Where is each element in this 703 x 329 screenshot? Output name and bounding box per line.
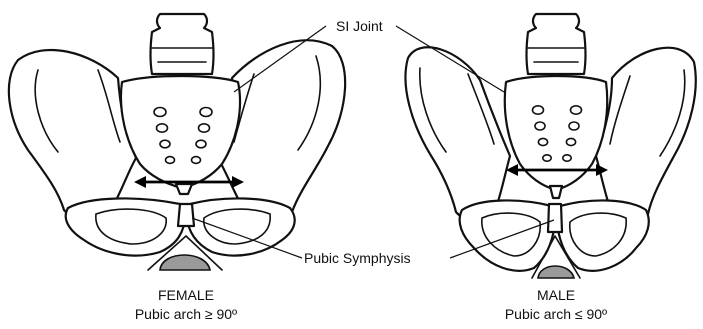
male-subtitle: Pubic arch ≤ 90º: [456, 305, 656, 324]
female-sacrum: [121, 76, 240, 188]
male-left-ilium: [405, 47, 510, 220]
male-sacrum: [505, 76, 607, 190]
female-vertebra: [151, 14, 214, 74]
male-pubic-symphysis: [548, 204, 562, 232]
male-pelvis: [405, 14, 695, 278]
male-right-ilium: [596, 48, 696, 221]
female-title: FEMALE: [86, 286, 286, 305]
male-vertebra: [527, 14, 586, 74]
female-subtitle: Pubic arch ≥ 90º: [86, 305, 286, 324]
female-pubic-arch-fill: [160, 255, 210, 270]
female-pubic-symphysis: [178, 204, 194, 226]
male-caption: MALE Pubic arch ≤ 90º: [456, 286, 656, 324]
si-joint-label: SI Joint: [336, 18, 383, 34]
female-caption: FEMALE Pubic arch ≥ 90º: [86, 286, 286, 324]
male-title: MALE: [456, 286, 656, 305]
pubic-symphysis-label: Pubic Symphysis: [304, 250, 411, 266]
male-pubic-arch-fill: [538, 266, 574, 278]
female-pelvis: [9, 14, 345, 270]
